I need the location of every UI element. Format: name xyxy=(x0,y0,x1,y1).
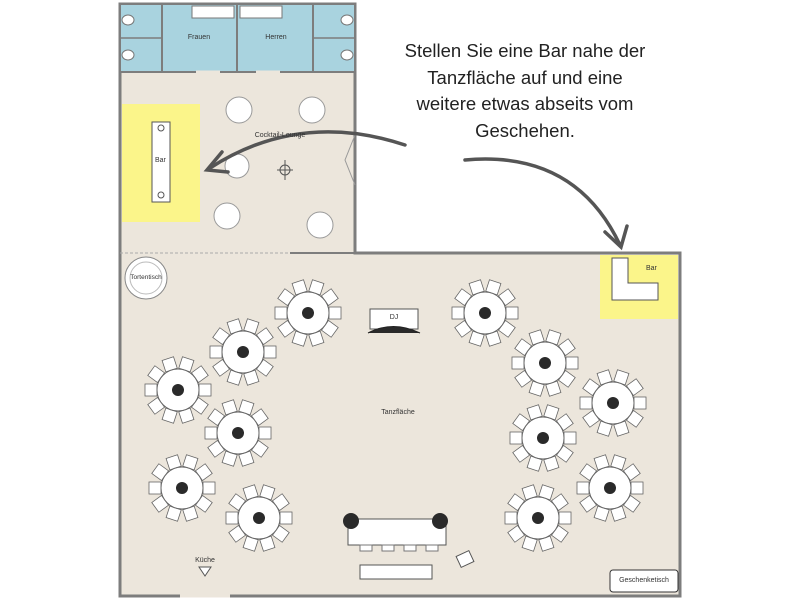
callout-line-3: weitere etwas abseits vom xyxy=(416,93,634,114)
label-restroom-women: Frauen xyxy=(187,34,211,41)
label-kitchen: Küche xyxy=(195,557,215,564)
round-table xyxy=(148,454,216,522)
chair xyxy=(148,481,162,495)
centerpiece xyxy=(176,482,188,494)
label-cake-table: Tortentisch xyxy=(130,274,162,281)
label-lounge-bar: Bar xyxy=(155,157,166,164)
chair xyxy=(279,511,293,525)
centerpiece xyxy=(479,307,491,319)
chair xyxy=(202,481,216,495)
chair xyxy=(258,426,272,440)
centerpiece xyxy=(237,346,249,358)
label-gift-table: Geschenketisch xyxy=(619,577,669,584)
round-table xyxy=(451,279,519,347)
chair xyxy=(204,426,218,440)
chair xyxy=(198,383,212,397)
lounge-plant xyxy=(277,160,293,180)
arrow-to-dance-bar-head xyxy=(603,224,629,251)
round-table xyxy=(204,399,272,467)
round-table xyxy=(509,404,577,472)
chair xyxy=(633,396,647,410)
head-table xyxy=(343,513,475,580)
chair xyxy=(274,306,288,320)
centerpiece xyxy=(607,397,619,409)
label-lounge: Cocktail-Lounge xyxy=(254,132,306,139)
chair xyxy=(509,431,523,445)
chair xyxy=(144,383,158,397)
round-table xyxy=(225,484,293,552)
centerpiece xyxy=(532,512,544,524)
label-dance-floor: Tanzfläche xyxy=(381,409,415,416)
arrow-to-dance-bar xyxy=(463,157,622,247)
centerpiece xyxy=(302,307,314,319)
label-restroom-men: Herren xyxy=(265,34,287,41)
chair xyxy=(558,511,572,525)
round-table xyxy=(144,356,212,424)
dj-booth xyxy=(367,308,421,334)
gift-table xyxy=(609,569,679,593)
chair xyxy=(263,345,277,359)
centerpiece xyxy=(253,512,265,524)
dance-bar-counter xyxy=(611,257,659,301)
lounge-tables xyxy=(213,96,334,239)
round-table xyxy=(579,369,647,437)
centerpiece xyxy=(537,432,549,444)
callout-text: Stellen Sie eine Bar nahe der Tanzfläche… xyxy=(380,38,670,144)
chair xyxy=(563,431,577,445)
round-table xyxy=(504,484,572,552)
chair xyxy=(579,396,593,410)
chair xyxy=(630,481,644,495)
centerpiece xyxy=(172,384,184,396)
callout-line-1: Stellen Sie eine Bar nahe der xyxy=(404,40,646,61)
callout-line-4: Geschehen. xyxy=(475,119,575,141)
callout-line-2: Tanzfläche auf und eine xyxy=(427,66,623,88)
chair xyxy=(511,356,525,370)
chair xyxy=(576,481,590,495)
cake-table xyxy=(124,256,168,300)
chair xyxy=(505,306,519,320)
round-tables xyxy=(144,279,647,552)
chair xyxy=(328,306,342,320)
round-table xyxy=(511,329,579,397)
chair xyxy=(225,511,239,525)
round-table xyxy=(576,454,644,522)
chair xyxy=(209,345,223,359)
label-dj: DJ xyxy=(389,314,399,321)
chair xyxy=(565,356,579,370)
round-table xyxy=(209,318,277,386)
label-dance-bar: Bar xyxy=(646,265,657,272)
restroom-block xyxy=(119,3,356,74)
chair xyxy=(451,306,465,320)
chair xyxy=(504,511,518,525)
centerpiece xyxy=(539,357,551,369)
arrow-to-lounge-bar xyxy=(208,130,407,170)
callout-arrows xyxy=(203,130,629,251)
lounge-bar-counter xyxy=(151,121,171,203)
round-table xyxy=(274,279,342,347)
arrow-to-lounge-bar-head xyxy=(203,150,230,174)
centerpiece xyxy=(604,482,616,494)
kitchen-door xyxy=(198,566,212,577)
centerpiece xyxy=(232,427,244,439)
